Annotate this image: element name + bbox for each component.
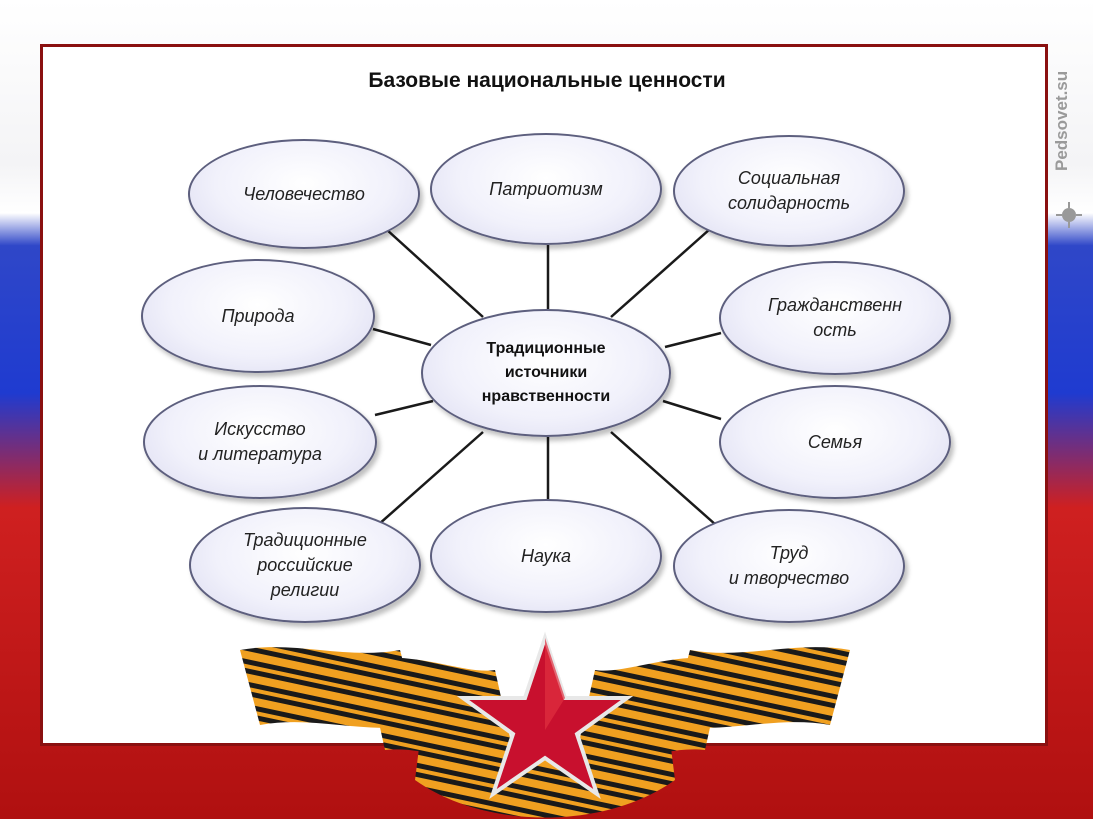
value-node: Гражданственн ость bbox=[719, 261, 951, 375]
watermark-text: Pedsovet.su bbox=[1052, 70, 1071, 172]
connector-line bbox=[664, 331, 722, 349]
value-node: Искусство и литература bbox=[143, 385, 377, 499]
value-node: Природа bbox=[141, 259, 375, 373]
connector-line bbox=[385, 228, 484, 318]
value-node: Наука bbox=[430, 499, 662, 613]
connector-line bbox=[374, 399, 434, 417]
page-title: Базовые национальные ценности bbox=[368, 69, 726, 92]
value-node: Семья bbox=[719, 385, 951, 499]
connector-line bbox=[610, 228, 711, 318]
value-node: Патриотизм bbox=[430, 133, 662, 245]
value-node: Традиционные российские религии bbox=[189, 507, 421, 623]
center-node: Традиционные источники нравственности bbox=[421, 309, 671, 437]
connector-line bbox=[377, 431, 484, 526]
connector-line bbox=[662, 399, 722, 421]
value-node: Социальная солидарность bbox=[673, 135, 905, 247]
value-node: Человечество bbox=[188, 139, 420, 249]
connector-line bbox=[372, 327, 432, 347]
watermark-logo-icon bbox=[1056, 202, 1082, 228]
connector-lines bbox=[372, 228, 722, 526]
connector-line bbox=[610, 431, 717, 526]
st-george-ribbon-icon bbox=[240, 631, 850, 818]
slide-frame: Базовые национальные ценности Человечест… bbox=[40, 44, 1048, 746]
value-node: Труд и творчество bbox=[673, 509, 905, 623]
